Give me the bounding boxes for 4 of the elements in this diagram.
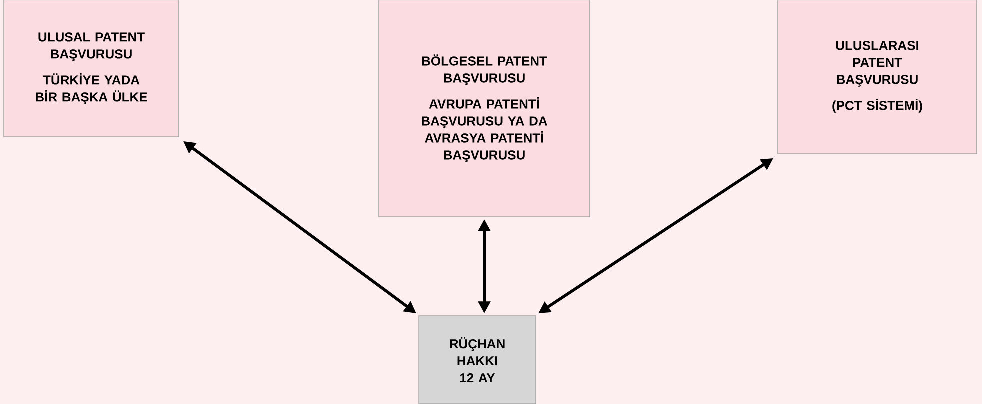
application-box: BÖLGESEL PATENT BAŞVURUSU AVRUPA PATENTİ BAŞVURUSU YA DA AVRASYA PATENTİ BAŞVURUSU — [378, 0, 590, 218]
priority-box: RÜÇHAN HAKKI 12 AY — [418, 316, 536, 404]
application-box: ULUSLARASI PATENT BAŞVURUSU (PCT SİSTEMİ) — [778, 0, 978, 154]
application-box: ULUSAL PATENT BAŞVURUSU TÜRKİYE YADA BİR BAŞKA ÜLKE — [4, 0, 180, 138]
